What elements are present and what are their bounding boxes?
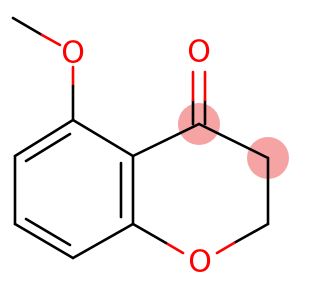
structure-canvas: O O O (11, 16, 289, 280)
bond-methyl-o-red (40, 33, 62, 47)
bond-c2-o1-red (215, 241, 236, 255)
ring-oxygen-label: O (188, 245, 212, 280)
bond-c2-o1 (232, 222, 270, 245)
bond-c4a-c5 (71, 118, 135, 158)
methoxy-oxygen-label: O (61, 36, 85, 71)
bond-c7-c8 (13, 222, 75, 260)
bond-c4-c3 (197, 122, 270, 160)
bond-o1-c8a-red (164, 241, 185, 255)
molecule-drawing: O O O (11, 16, 289, 280)
bond-c7-c8-inner (24, 217, 72, 247)
bond-c5-c6 (13, 118, 75, 158)
bond-methyl-o (11, 16, 44, 37)
bond-c4a-c4 (131, 122, 201, 158)
bond-c5-c6-inner (24, 132, 72, 163)
bond-o1-c8a (131, 222, 168, 245)
carbonyl-oxygen-label: O (187, 35, 211, 70)
bond-c8-c8a (71, 222, 135, 260)
